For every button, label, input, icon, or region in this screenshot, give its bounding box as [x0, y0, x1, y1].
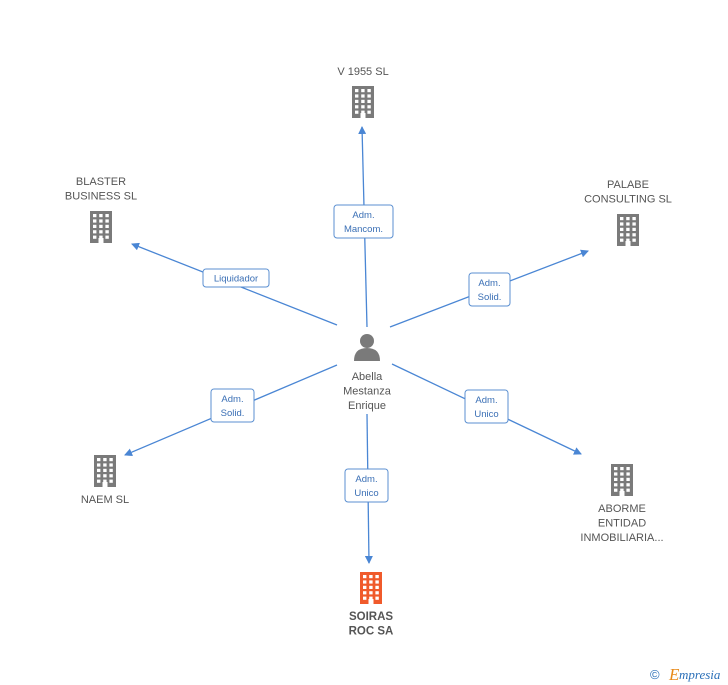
company-name-line: SOIRAS [349, 611, 393, 623]
company-name-line: V 1955 SL [337, 66, 388, 78]
nodes-layer: V 1955 SL PALABE CONSULTING SL ABORME ENTIDA… [65, 66, 672, 638]
watermark-copyright: © [650, 667, 660, 682]
person-name-line: Enrique [348, 400, 386, 412]
watermark: © E mpresia [650, 665, 721, 684]
edge-label-text: Adm. [352, 210, 374, 221]
company-name-line: BLASTER [76, 176, 126, 188]
company-name-line: ABORME [598, 503, 646, 515]
edge-label-text: Mancom. [344, 224, 383, 235]
building-icon [94, 455, 116, 487]
edge-label-box[interactable] [333, 204, 394, 239]
edge-label-box[interactable] [202, 268, 270, 288]
edge-label-text: Unico [354, 488, 378, 499]
edges-layer: Adm.Mancom.Adm.Solid.Adm.UnicoAdm.UnicoA… [124, 126, 589, 564]
edge-naem: Adm. Solid. [124, 364, 338, 456]
company-node-soiras[interactable]: SOIRAS ROC SA [349, 572, 394, 638]
building-icon [611, 464, 633, 496]
person-name-line: Abella [352, 371, 383, 383]
edge-label-text: Solid. [221, 408, 245, 419]
company-name-line: CONSULTING SL [584, 194, 672, 206]
edge-palabe: Adm. Solid. [389, 249, 589, 328]
building-icon [617, 214, 639, 246]
edge-label-text: Liquidador [214, 274, 258, 285]
company-node-blaster[interactable]: BLASTER BUSINESS SL [65, 176, 137, 243]
edge-v1955: Adm. Mancom. [333, 126, 394, 328]
edge-label-text: Solid. [478, 292, 502, 303]
company-name-line: ROC SA [349, 626, 394, 638]
person-icon [354, 334, 380, 361]
edge-label-text: Unico [474, 409, 498, 420]
company-name-line: NAEM SL [81, 494, 129, 506]
watermark-brand: mpresia [679, 667, 721, 682]
company-name-line: ENTIDAD [598, 518, 646, 530]
edge-label-text: Adm. [355, 474, 377, 485]
watermark-brand-initial: E [668, 665, 680, 684]
company-node-palabe[interactable]: PALABE CONSULTING SL [584, 179, 672, 246]
building-icon [352, 86, 374, 118]
edge-label-text: Adm. [478, 278, 500, 289]
edge-soiras: Adm. Unico [344, 413, 389, 564]
company-name-line: PALABE [607, 179, 649, 191]
building-icon [360, 572, 382, 604]
edge-label-box[interactable] [464, 389, 509, 424]
edge-blaster: Liquidador [131, 242, 338, 326]
edge-aborme: Adm. Unico [391, 363, 582, 455]
company-node-v1955[interactable]: V 1955 SL [337, 66, 389, 118]
person-name-line: Mestanza [343, 386, 392, 398]
company-name-line: BUSINESS SL [65, 191, 137, 203]
edge-label-box[interactable] [210, 388, 255, 423]
edge-label-text: Adm. [221, 394, 243, 405]
company-node-aborme[interactable]: ABORME ENTIDAD INMOBILIARIA... [580, 464, 664, 544]
company-name-line: INMOBILIARIA... [580, 532, 663, 544]
edge-label-box[interactable] [344, 468, 389, 503]
edge-label-text: Adm. [475, 395, 497, 406]
edge-label-box[interactable] [468, 272, 511, 307]
building-icon [90, 211, 112, 243]
company-node-naem[interactable]: NAEM SL [81, 455, 129, 506]
